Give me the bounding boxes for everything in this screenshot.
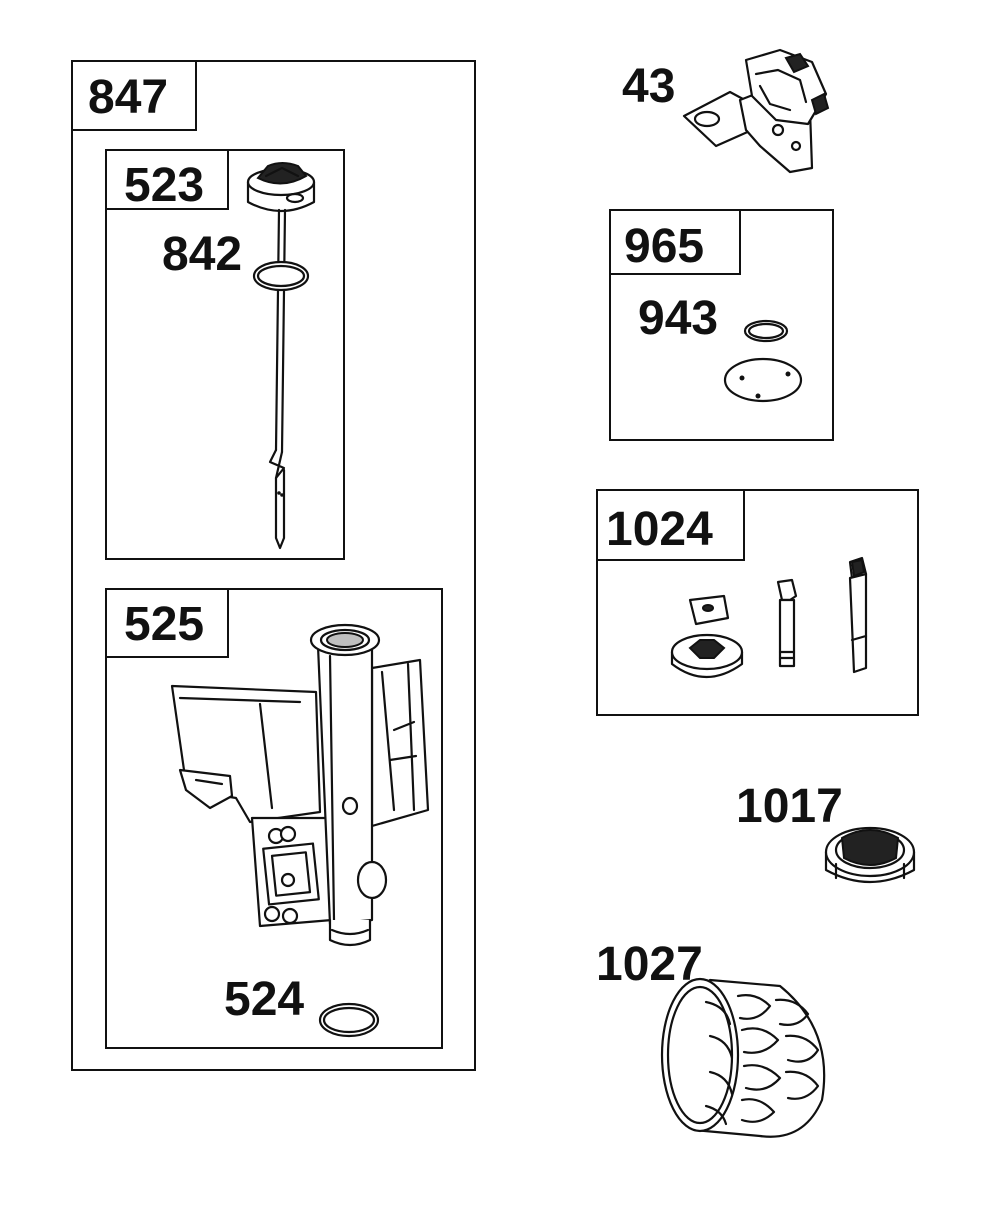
part-524-label: 524 — [224, 973, 304, 1026]
bracket-illustration — [682, 48, 830, 174]
kit-523-label: 523 — [124, 159, 204, 212]
part-1027-label: 1027 — [596, 938, 703, 991]
part-1017-label: 1017 — [736, 780, 843, 833]
part-43: 43 — [622, 48, 830, 174]
part-1017: 1017 — [736, 780, 916, 884]
kit-525-label: 525 — [124, 598, 204, 651]
fill-tube-illustration — [170, 623, 430, 947]
kit-1024-box: 1024 — [596, 489, 919, 716]
part-842: 842 — [162, 228, 310, 292]
part-943-label: 943 — [638, 292, 718, 345]
kit-965-box: 965 — [609, 209, 834, 441]
oil-cap-illustration — [824, 826, 916, 884]
kit-847-box: 847 — [71, 60, 476, 1071]
dipstick-illustration — [246, 162, 316, 550]
part-524: 524 — [224, 973, 380, 1038]
hardware-kit-illustration — [670, 556, 868, 679]
o-ring-524 — [318, 1002, 380, 1038]
part-43-label: 43 — [622, 60, 675, 113]
oil-filter-illustration — [660, 977, 826, 1138]
gasket-plate — [723, 357, 803, 403]
part-842-label: 842 — [162, 228, 242, 281]
part-943: 943 — [638, 292, 803, 403]
kit-1024-label: 1024 — [606, 503, 713, 556]
kit-847-label: 847 — [88, 71, 168, 124]
pin-part — [776, 578, 798, 602]
kit-525-box: 525 — [105, 588, 443, 1049]
kit-523-box: 523 — [105, 149, 345, 560]
kit-965-label: 965 — [624, 220, 704, 273]
part-1027: 1027 — [596, 938, 826, 1138]
